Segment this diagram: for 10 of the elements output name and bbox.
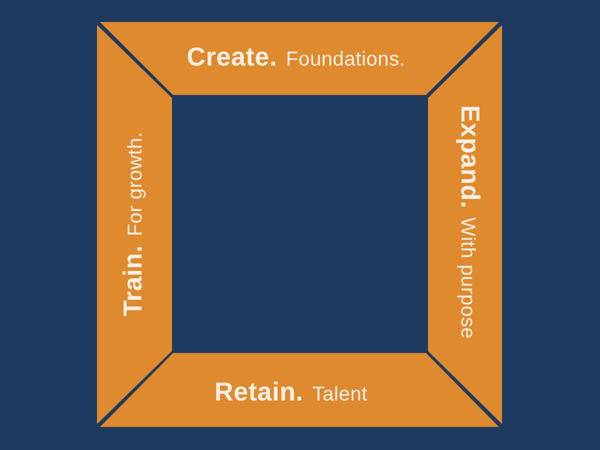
panel-heading: Train. (118, 245, 148, 316)
panel-heading: Expand. (454, 105, 486, 208)
panel-tagline: With purpose (456, 217, 478, 339)
panel-tagline: Foundations. (286, 48, 406, 72)
panel-heading: Retain. (214, 376, 304, 408)
frame-panel (428, 22, 502, 427)
panel-tagline: Talent (312, 384, 368, 406)
frame-panel (97, 22, 172, 427)
panel-heading: Create. (186, 42, 277, 72)
panel-tagline: For growth. (124, 132, 148, 236)
